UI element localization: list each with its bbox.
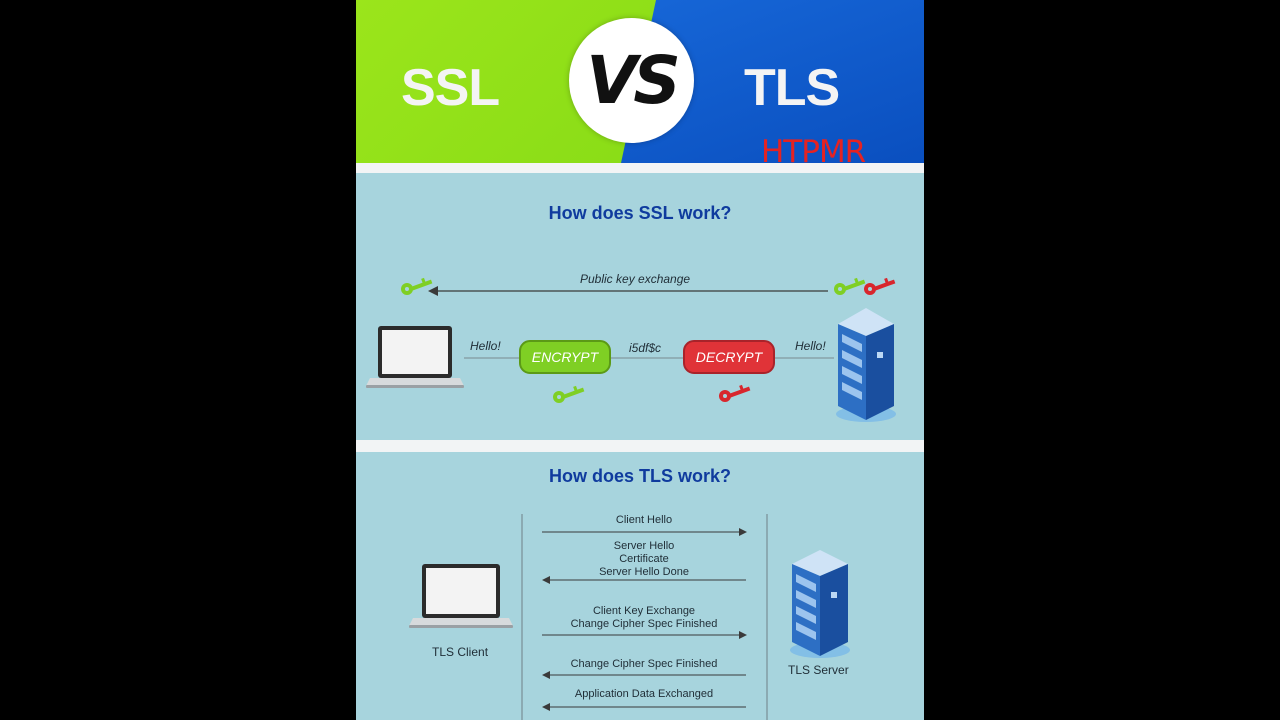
msg-application-data: Application Data Exchanged [534,688,754,701]
ciphertext-label: i5df$c [629,341,662,355]
hello-right-label: Hello! [795,339,826,353]
vs-text: VS [586,42,681,119]
tls-title: How does TLS work? [548,466,731,486]
ssl-title: How does SSL work? [548,203,732,223]
msg-line: Change Cipher Spec Finished [570,658,718,670]
header-banner: SSL TLS VS HTPMR [356,0,924,163]
tls-heading: TLS [744,59,840,117]
watermark-text: HTPMR [761,134,866,163]
divider [356,163,924,173]
msg-change-cipher-spec: Change Cipher Spec Finished [534,658,754,671]
msg-line: Change Cipher Spec Finished [570,618,718,630]
msg-line: Server Hello Done [599,566,689,578]
msg-line: Certificate [619,553,669,565]
msg-line: Client Hello [615,514,673,526]
laptop-icon [409,564,513,628]
vs-badge: VS [569,18,694,143]
msg-line: Application Data Exchanged [574,688,714,700]
tls-panel: How does TLS work? Client Hello Server H… [356,452,924,720]
server-icon [790,550,850,658]
green-key-icon [553,385,585,403]
ssl-panel: How does SSL work? Public key exchange [356,173,924,440]
decrypt-step: DECRYPT [683,340,775,374]
msg-server-hello: Server Hello Certificate Server Hello Do… [534,540,754,579]
tls-server-label: TLS Server [788,663,849,677]
red-key-icon [864,277,896,295]
red-key-icon [719,384,751,402]
msg-client-hello: Client Hello [534,514,754,527]
green-key-icon [401,277,433,295]
laptop-icon [366,326,464,388]
ssl-connectors [428,286,834,359]
server-icon [836,308,896,422]
msg-line: Client Key Exchange [592,605,696,617]
msg-line: Server Hello [613,540,675,552]
hello-left-label: Hello! [470,339,501,353]
infographic: SSL TLS VS HTPMR How does SSL work? Publ… [356,0,924,720]
msg-client-key-exchange: Client Key Exchange Change Cipher Spec F… [534,605,754,631]
public-key-exchange-label: Public key exchange [580,272,691,286]
divider [356,440,924,452]
ssl-heading: SSL [401,59,500,117]
tls-handshake-lines [521,514,768,720]
tls-client-label: TLS Client [432,645,489,659]
green-key-icon [834,277,866,295]
encrypt-step: ENCRYPT [519,340,611,374]
